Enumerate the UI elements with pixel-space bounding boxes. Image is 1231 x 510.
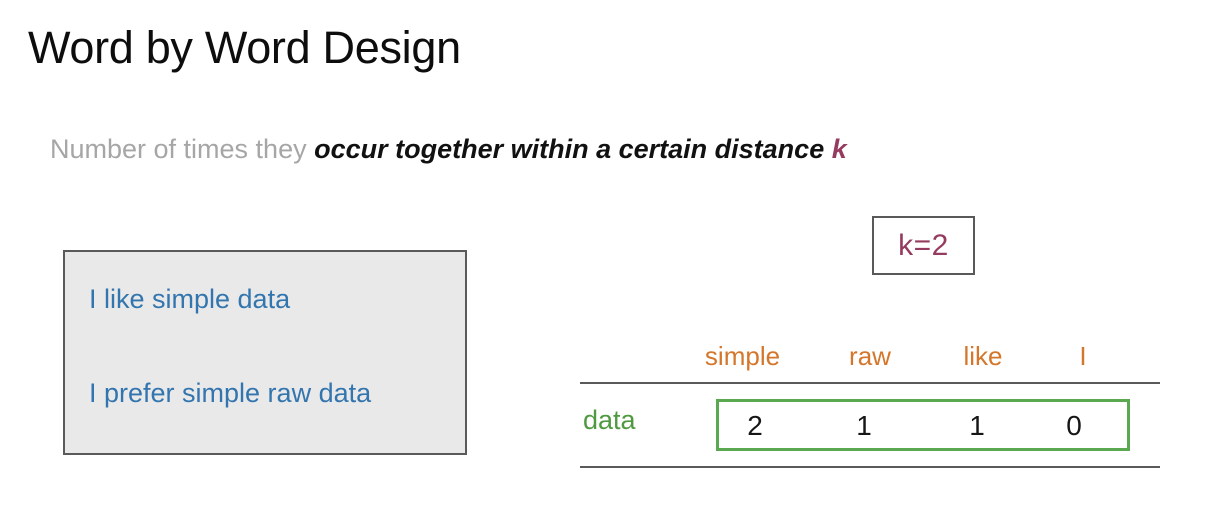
page-title: Word by Word Design: [28, 22, 461, 73]
row-label-data: data: [583, 405, 636, 435]
column-header-like: like: [963, 341, 1003, 371]
subtitle-emphasis-text: occur together within a certain distance: [314, 134, 832, 164]
k-value-label: k=2: [898, 228, 949, 262]
word-by-word-matrix: simple raw like I data 2 1 1 0: [580, 336, 1160, 476]
column-header-raw: raw: [849, 341, 891, 371]
corpus-sentence: I like simple data: [89, 284, 291, 314]
column-header-simple: simple: [704, 341, 781, 371]
matrix-values-highlight-box: 2 1 1 0: [716, 399, 1130, 451]
k-value-callout-box: k=2: [872, 216, 975, 275]
table-cell-value: 1: [856, 410, 872, 441]
table-bottom-rule: [580, 466, 1160, 468]
table-top-rule: [580, 382, 1160, 384]
table-cell-value: 2: [747, 410, 763, 441]
table-cell-value: 0: [1066, 410, 1082, 441]
subtitle-variable-k: k: [831, 134, 847, 164]
table-cell-value: 1: [969, 410, 985, 441]
page-subtitle: Number of times they occur together with…: [50, 131, 847, 167]
corpus-sentence: I prefer simple raw data: [89, 378, 372, 408]
column-header-i: I: [1079, 341, 1087, 371]
corpus-example-box: I like simple data I prefer simple raw d…: [63, 250, 467, 455]
subtitle-plain-text: Number of times they: [50, 134, 315, 164]
